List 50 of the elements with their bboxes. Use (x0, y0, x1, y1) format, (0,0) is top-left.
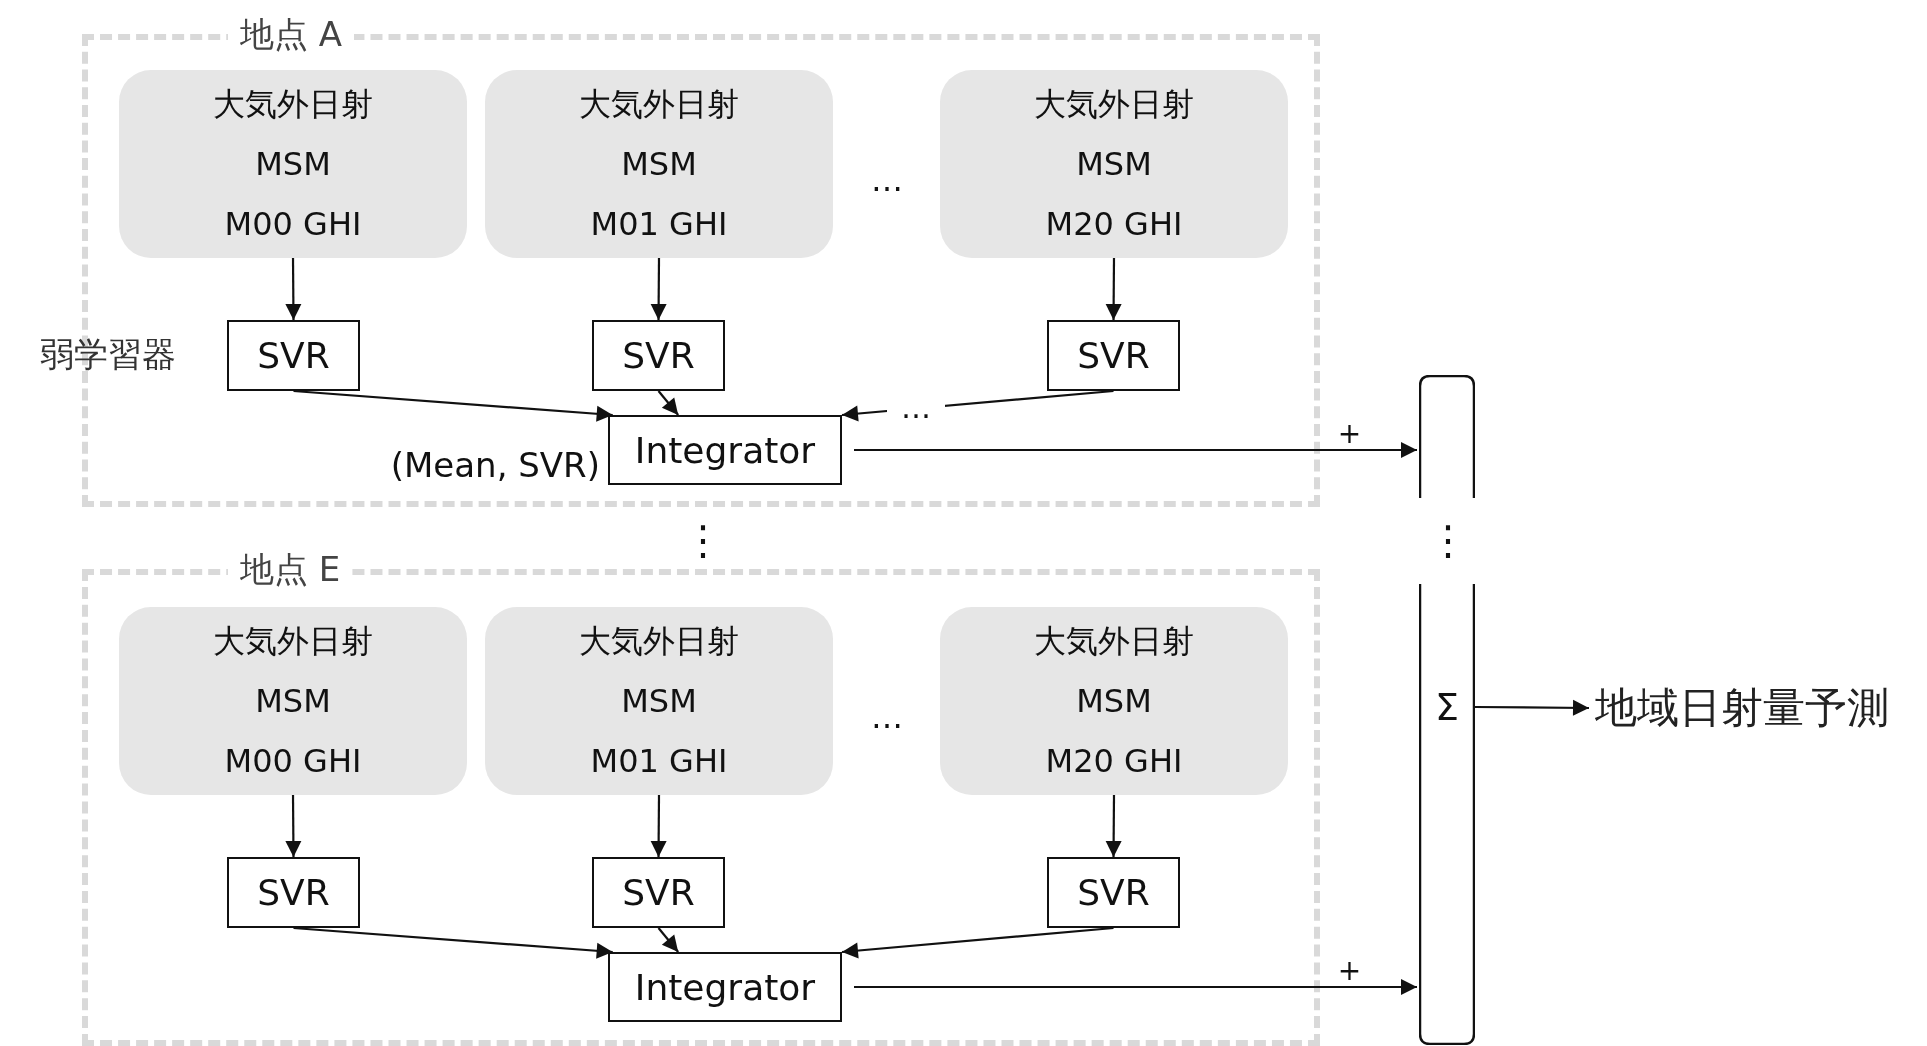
arrow (657, 390, 680, 416)
arrow (1475, 699, 1589, 716)
arrow (854, 442, 1417, 458)
learner-box: SVR (227, 320, 360, 391)
input-box (485, 70, 833, 258)
arrow (841, 926, 1114, 959)
arrow (854, 979, 1417, 995)
input-label: 大気外日射 (579, 84, 739, 125)
input-label: 大気外日射 (1034, 621, 1194, 662)
input-label: M20 GHI (1045, 204, 1183, 245)
input-label: M01 GHI (590, 204, 728, 245)
input-label: MSM (1076, 144, 1152, 185)
arrow (285, 258, 302, 320)
integrator-box: Integrator (608, 952, 842, 1022)
input-box (940, 607, 1288, 795)
sum-symbol: Σ (1435, 688, 1459, 726)
arrow (650, 258, 667, 320)
output-label: 地域日射量予測 (1595, 682, 1889, 734)
input-label: 大気外日射 (213, 621, 373, 662)
input-label: MSM (621, 144, 697, 185)
input-box (119, 607, 467, 795)
input-label: MSM (255, 681, 331, 722)
arrow (657, 927, 680, 953)
input-label: MSM (1076, 681, 1152, 722)
input-label: MSM (621, 681, 697, 722)
input-label: 大気外日射 (213, 84, 373, 125)
method-note: (Mean, SVR) (390, 445, 600, 485)
arrow (1105, 258, 1122, 320)
input-label: M00 GHI (224, 204, 362, 245)
arrow (293, 389, 613, 422)
learner-caption: 弱学習器 (40, 337, 176, 371)
input-label: M00 GHI (224, 741, 362, 782)
learner-box: SVR (592, 320, 725, 391)
arrow (650, 795, 667, 857)
input-label: MSM (255, 144, 331, 185)
input-box (119, 70, 467, 258)
input-label: 大気外日射 (579, 621, 739, 662)
input-box (485, 607, 833, 795)
input-box (940, 70, 1288, 258)
input-label: M01 GHI (590, 741, 728, 782)
learner-box: SVR (227, 857, 360, 928)
learner-box: SVR (1047, 857, 1180, 928)
input-label: M20 GHI (1045, 741, 1183, 782)
input-label: 大気外日射 (1034, 84, 1194, 125)
arrow (1105, 795, 1122, 857)
learner-box: SVR (1047, 320, 1180, 391)
learner-box: SVR (592, 857, 725, 928)
integrator-box: Integrator (608, 415, 842, 485)
arrow (285, 795, 302, 857)
arrow (293, 926, 613, 959)
